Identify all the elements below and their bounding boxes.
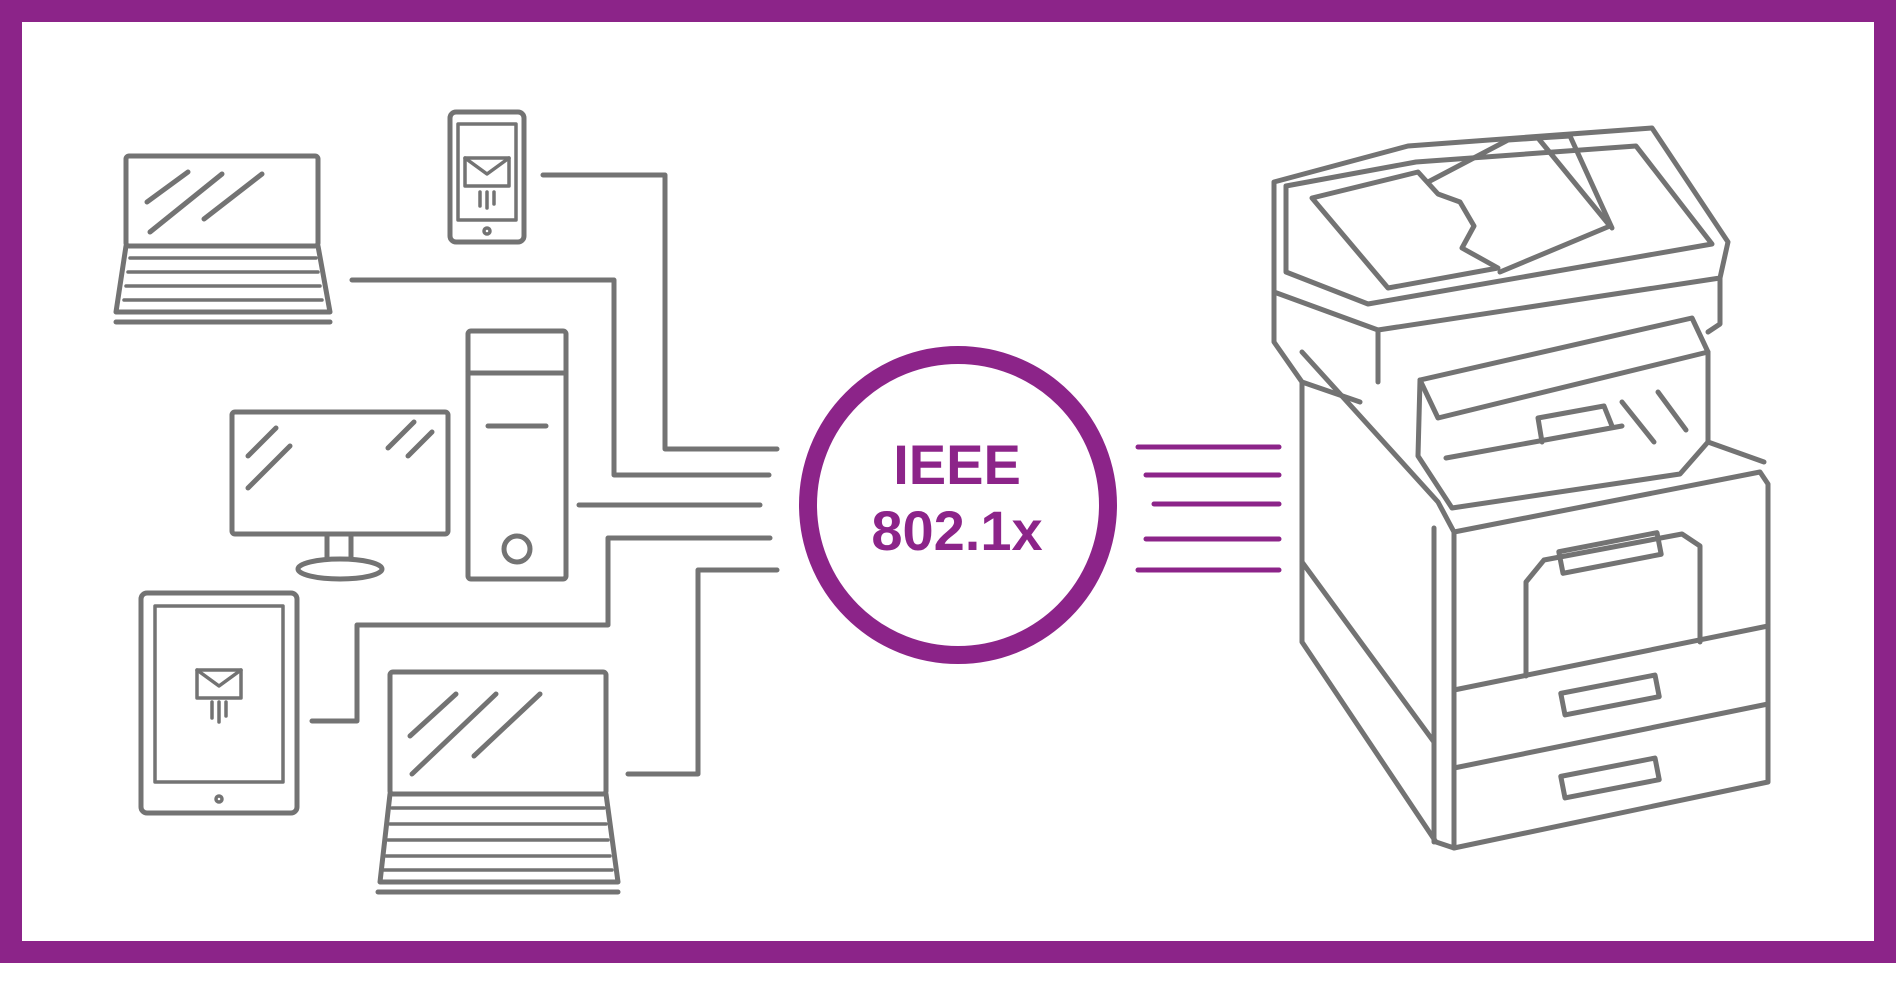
badge-label: IEEE 802.1x bbox=[802, 432, 1112, 564]
printer-link-lines bbox=[1135, 444, 1282, 573]
desktop-tower-icon bbox=[465, 328, 569, 582]
connector-tablet bbox=[309, 535, 773, 724]
badge-ring bbox=[799, 346, 1117, 664]
laptop-icon bbox=[375, 669, 621, 895]
badge-line-1: IEEE bbox=[893, 433, 1021, 496]
laptop-icon bbox=[113, 153, 333, 325]
connection-lines bbox=[309, 172, 780, 777]
diagram-frame: IEEE 802.1x bbox=[0, 0, 1896, 963]
network-diagram bbox=[113, 109, 1771, 895]
smartphone-icon bbox=[447, 109, 527, 245]
tablet-icon bbox=[138, 590, 300, 816]
badge-line-2: 802.1x bbox=[871, 499, 1043, 562]
multifunction-printer-icon bbox=[1271, 125, 1771, 851]
connector-laptop-top bbox=[349, 277, 772, 478]
connector-smartphone bbox=[540, 172, 780, 452]
monitor-icon bbox=[229, 409, 451, 582]
connector-laptop-bottom bbox=[625, 567, 780, 777]
